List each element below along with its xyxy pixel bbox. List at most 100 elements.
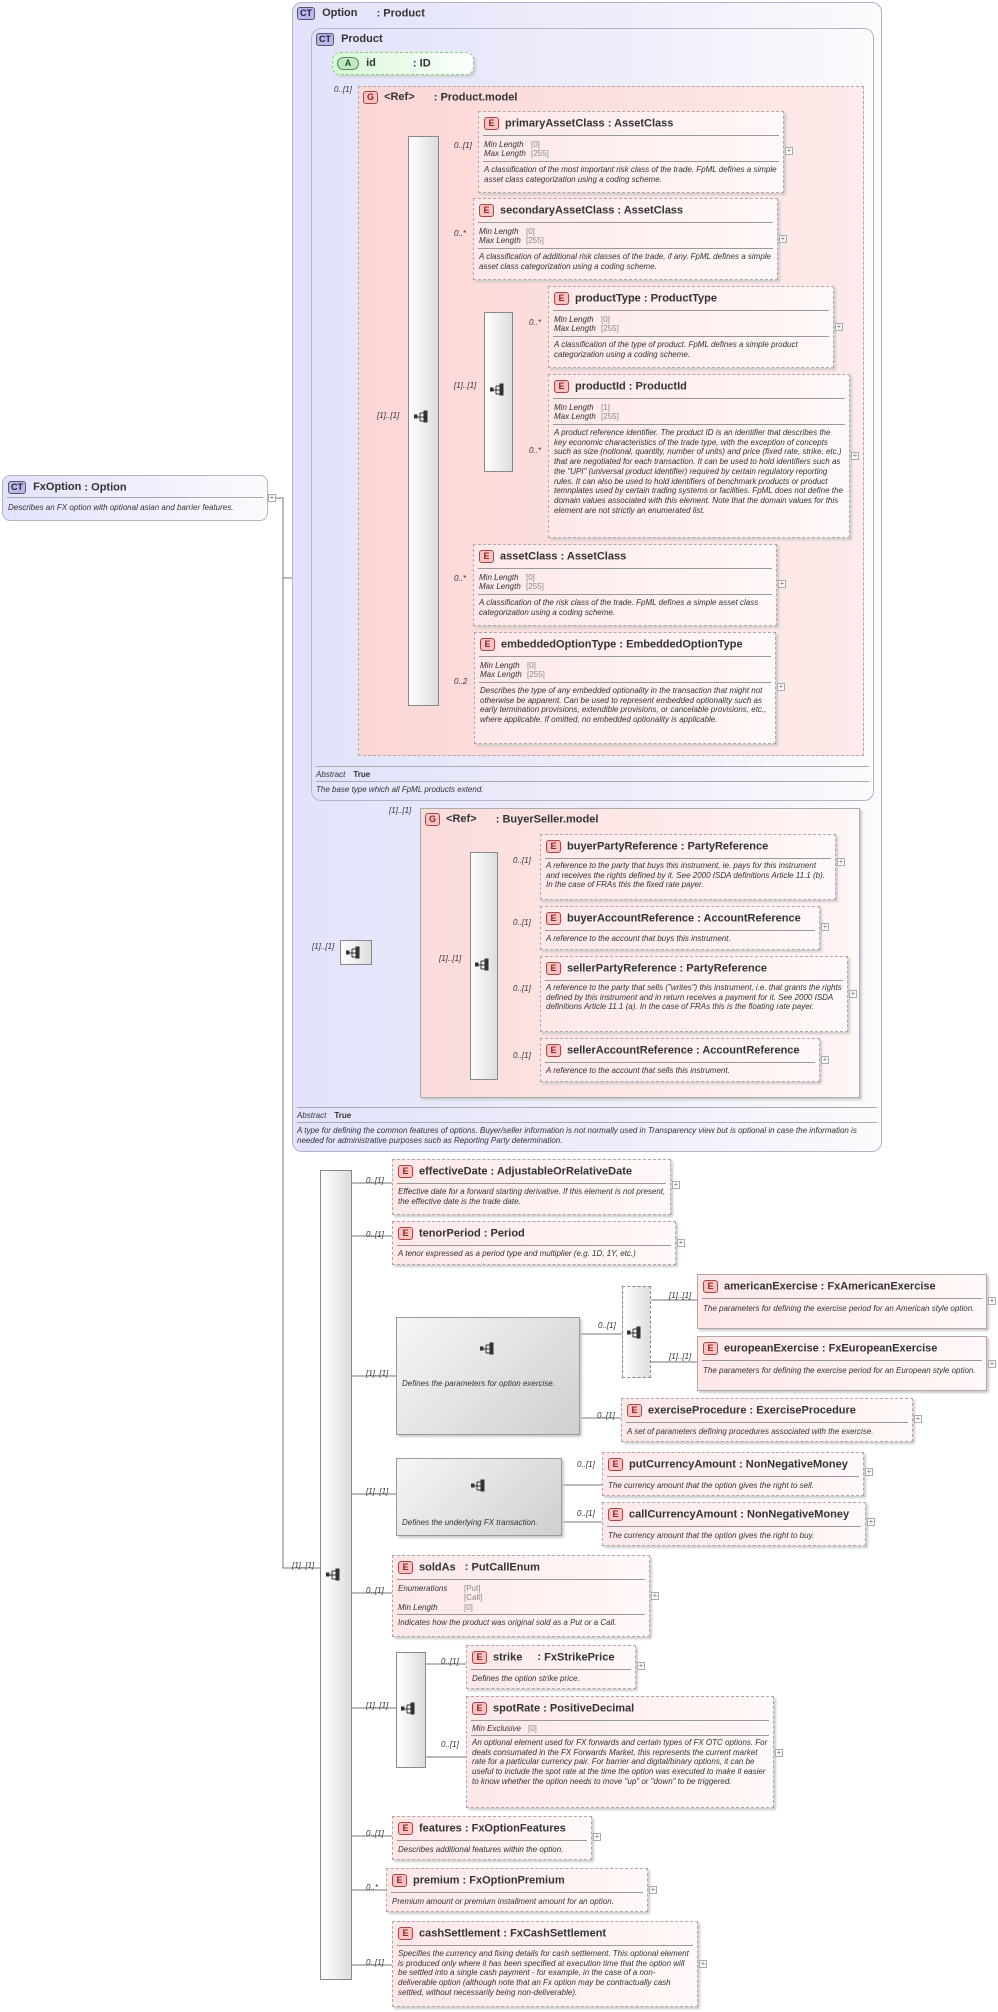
- expand-premium-button[interactable]: +: [649, 1885, 657, 1894]
- expand-spotRate-button[interactable]: +: [775, 1748, 783, 1757]
- fx-transaction-sequence[interactable]: Defines the underlying FX transaction.: [396, 1458, 562, 1536]
- element-doc: The parameters for defining the exercise…: [703, 1304, 975, 1313]
- expand-exerciseProcedure-button[interactable]: +: [914, 1414, 922, 1423]
- type-separator: :: [495, 813, 500, 826]
- complex-type-icon: CT: [316, 33, 334, 46]
- facet: [0]: [526, 573, 535, 582]
- mult-sellerParty: 0..[1]: [513, 984, 531, 993]
- element-title-part: assetClass: [500, 550, 558, 563]
- expand-features-button[interactable]: +: [593, 1832, 601, 1841]
- main-seq-mult: [1]..[1]: [292, 1561, 315, 1570]
- exercise-sequence[interactable]: Defines the parameters for option exerci…: [396, 1317, 580, 1435]
- product-id-sequence[interactable]: [484, 312, 513, 472]
- option-sequence[interactable]: [340, 940, 372, 965]
- expand-embeddedOptionType-button[interactable]: +: [777, 682, 785, 691]
- sequence-icon: [346, 946, 360, 959]
- attr-type: ID: [419, 57, 431, 70]
- expand-cashSettlement-button[interactable]: +: [699, 1959, 707, 1968]
- expand-productId-button[interactable]: +: [851, 451, 859, 460]
- expand-productType-button[interactable]: +: [835, 322, 843, 331]
- expand-europeanExercise-button[interactable]: +: [988, 1359, 996, 1368]
- separator: [7, 497, 263, 498]
- type-separator: :: [84, 481, 89, 494]
- facet: Max Length: [554, 324, 596, 333]
- id-attribute[interactable]: A id : ID: [332, 52, 474, 75]
- expand-callCurrencyAmount-button[interactable]: +: [867, 1517, 875, 1526]
- element-title-part: primaryAssetClass: [505, 117, 605, 130]
- expand-root-button[interactable]: +: [268, 493, 276, 502]
- expand-tenorPeriod-button[interactable]: +: [677, 1238, 685, 1247]
- expand-putCurrencyAmount-button[interactable]: +: [865, 1467, 873, 1476]
- facet: Max Length[255]: [554, 324, 619, 334]
- sequence-icon: [401, 1702, 415, 1715]
- expand-effectiveDate-button[interactable]: +: [672, 1180, 680, 1189]
- element-title-part: cashSettlement: [419, 1927, 501, 1940]
- expand-primaryAssetClass-button[interactable]: +: [785, 146, 793, 155]
- element-title-part: :: [643, 292, 648, 305]
- expand-sellerAccountReference-button[interactable]: +: [821, 1055, 829, 1064]
- element-title-part: exerciseProcedure: [648, 1404, 747, 1417]
- facet: Min Length: [554, 315, 594, 324]
- expand-buyerPartyReference-button[interactable]: +: [837, 857, 845, 866]
- mult-effectiveDate: 0..[1]: [366, 1176, 384, 1185]
- element-icon: E: [392, 1874, 407, 1887]
- element-title-part: features: [419, 1822, 462, 1835]
- complex-type-icon: CT: [297, 7, 315, 20]
- expand-buyerAccountReference-button[interactable]: +: [821, 922, 829, 931]
- root-complex-type[interactable]: CT FxOption : Option Describes an FX opt…: [2, 475, 268, 521]
- separator: [478, 568, 772, 569]
- separator: [702, 1298, 982, 1299]
- expand-soldAs-button[interactable]: +: [651, 1591, 659, 1600]
- element-doc: A reference to the account that sells th…: [546, 1066, 730, 1075]
- expand-sellerPartyReference-button[interactable]: +: [849, 989, 857, 998]
- element-title-part: PartyReference: [686, 962, 767, 975]
- element-doc: A product reference identifier. The prod…: [554, 428, 843, 515]
- element-title-part: :: [543, 1702, 547, 1715]
- element-doc: Premium amount or premium installment am…: [392, 1897, 614, 1906]
- facet: Min Length: [480, 661, 520, 670]
- expand-americanExercise-button[interactable]: +: [988, 1296, 996, 1305]
- element-doc: Defines the option strike price.: [472, 1674, 580, 1683]
- expand-secondaryAssetClass-button[interactable]: +: [779, 234, 787, 243]
- separator: [553, 424, 845, 425]
- expand-assetClass-button[interactable]: +: [778, 579, 786, 588]
- mult-spotRate: 0..[1]: [441, 1740, 459, 1749]
- group-ref: <Ref>: [384, 91, 415, 104]
- separator: [479, 682, 771, 683]
- mult-soldAs: 0..[1]: [366, 1586, 384, 1595]
- facet: Max Length: [479, 236, 521, 245]
- separator: [397, 1614, 645, 1615]
- buyerseller-sequence[interactable]: [470, 852, 498, 1080]
- element-title-part: :: [462, 1874, 467, 1887]
- choice-icon: [627, 1326, 641, 1339]
- mult-assetClass: 0..*: [454, 574, 467, 583]
- facet: [0]: [526, 227, 535, 236]
- exercise-seq-doc: Defines the parameters for option exerci…: [402, 1379, 555, 1388]
- expand-strike-button[interactable]: +: [637, 1661, 645, 1670]
